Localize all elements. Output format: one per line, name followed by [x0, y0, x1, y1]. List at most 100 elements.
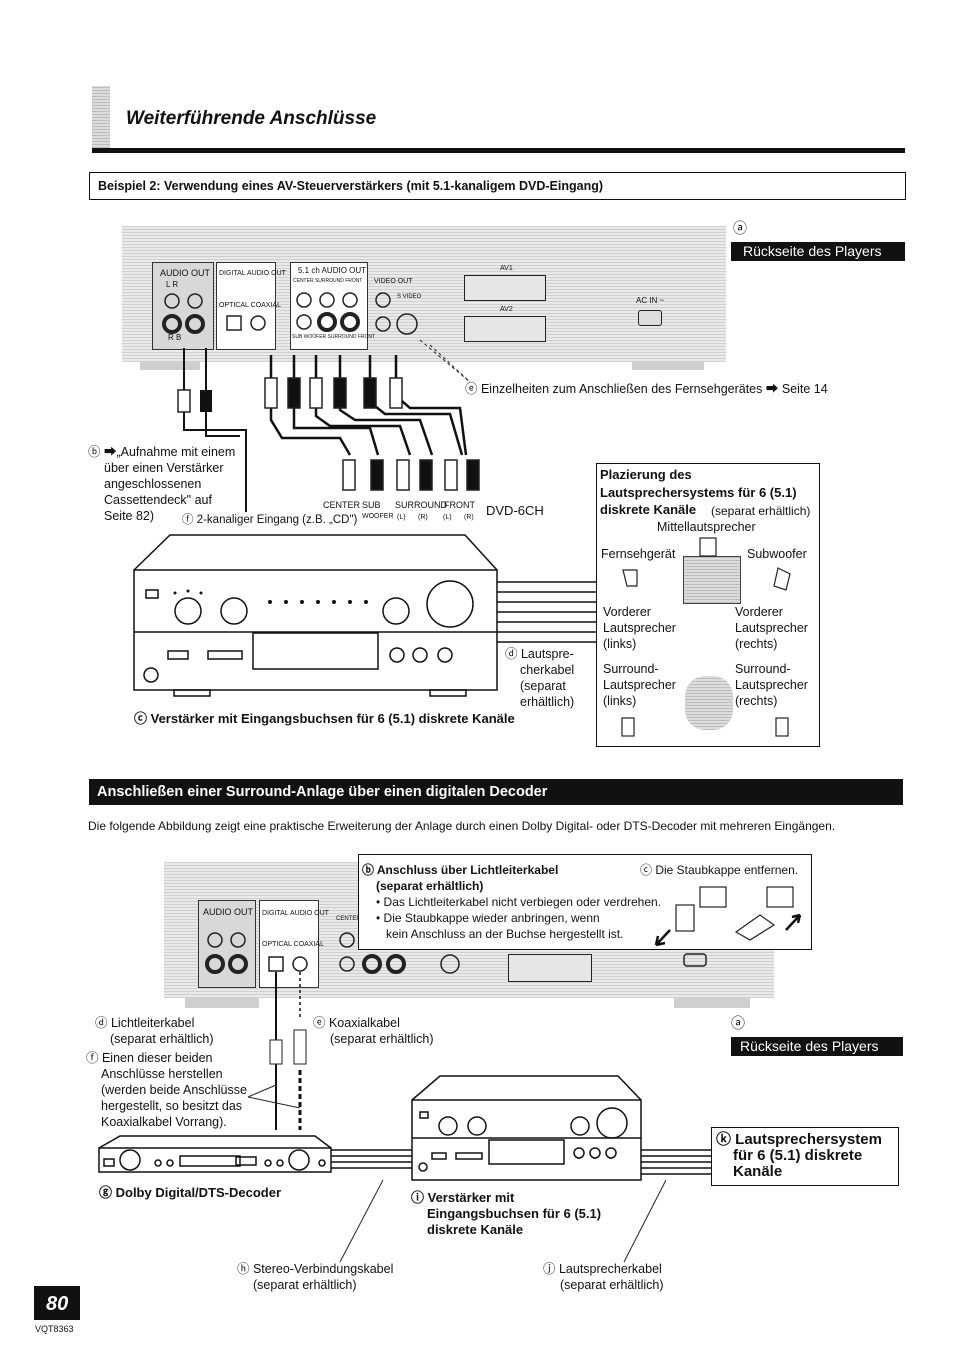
- section2-heading-bar: Anschließen einer Surround-Anlage über e…: [89, 779, 903, 805]
- player2-foot-right: [674, 998, 750, 1008]
- player2-foot-left: [185, 998, 259, 1008]
- ch51-bottom-labels: SUB WOOFER SURROUND FRONT: [292, 334, 376, 340]
- label-f-3: (werden beide Anschlüsse: [101, 1083, 247, 1097]
- callout-bullet-1: • Das Lichtleiterkabel nicht verbiegen o…: [376, 895, 662, 909]
- label-e-1: ⓔ Koaxialkabel: [313, 1016, 400, 1030]
- ac-in-label: AC IN ~: [636, 296, 665, 305]
- placement-title-normal: (separat erhältlich): [711, 504, 811, 518]
- placement-title-3: diskrete Kanäle: [600, 502, 697, 517]
- av1-label: AV1: [500, 265, 513, 272]
- front-right-2: Lautsprecher: [735, 621, 808, 635]
- amp-caption: ⓒ Verstärker mit Eingangsbuchsen für 6 (…: [134, 711, 515, 726]
- label-k-2: für 6 (5.1) diskrete: [733, 1147, 863, 1164]
- placement-center: Mittellautsprecher: [657, 520, 756, 534]
- label-h-2: (separat erhältlich): [253, 1278, 357, 1292]
- plug-woofer: WOOFER: [362, 513, 394, 520]
- digital-out-label: DIGITAL AUDIO OUT: [219, 270, 286, 277]
- audio-out-label: AUDIO OUT: [160, 268, 211, 278]
- plug-surround: SURROUND: [395, 500, 448, 510]
- surround-left-2: Lautsprecher: [603, 678, 676, 692]
- speaker-cable-3: (separat: [520, 679, 566, 693]
- digital-out-block: [216, 262, 276, 350]
- callout-c: ⓒ Die Staubkappe entfernen.: [640, 863, 799, 877]
- plug-lr-4: (R): [464, 514, 474, 521]
- label-f-2: Anschlüsse herstellen: [101, 1067, 223, 1081]
- plug-lr-3: (L): [443, 514, 452, 521]
- page-title: Weiterführende Anschlüsse: [126, 108, 377, 129]
- rear-label-bottom-text: Rückseite des Players: [740, 1038, 879, 1054]
- label-j-2: (separat erhältlich): [560, 1278, 664, 1292]
- digital-out-label-2: DIGITAL AUDIO OUT: [262, 910, 329, 917]
- player-foot-right: [632, 362, 704, 370]
- note-f: ⓕ 2-kanaliger Eingang (z.B. „CD"): [182, 514, 358, 526]
- page-number-box: 80: [34, 1286, 80, 1320]
- label-k-box: [711, 1127, 899, 1186]
- surround-right-1: Surround-: [735, 662, 791, 676]
- audio-out-block: [152, 262, 214, 350]
- label-h-1: ⓗ Stereo-Verbindungskabel: [237, 1262, 394, 1276]
- plug-sub: SUB: [362, 500, 381, 510]
- scart-av1: [464, 275, 546, 301]
- note-e: ⓔ Einzelheiten zum Anschließen des Ferns…: [465, 382, 828, 396]
- plug-lr-1: (L): [397, 514, 406, 521]
- optical-callout-box: [358, 854, 812, 950]
- plug-lr-2: (R): [418, 514, 428, 521]
- s-video-label: S VIDEO: [397, 294, 422, 300]
- note-b-2: über einen Verstärker: [104, 461, 224, 475]
- dvd6ch-label: DVD-6CH: [486, 503, 544, 518]
- label-i-2: Eingangsbuchsen für 6 (5.1): [427, 1206, 602, 1221]
- speaker-cable-1: ⓓ Lautspre-: [505, 647, 574, 661]
- note-b-1: ⓑ ➡„Aufnahme mit einem: [88, 445, 236, 459]
- example-heading: Beispiel 2: Verwendung eines AV-Steuerve…: [98, 179, 604, 193]
- title-marker: [92, 86, 110, 148]
- optical-coaxial-label: OPTICAL COAXIAL: [219, 302, 281, 309]
- audio-out-label-2: AUDIO OUT: [203, 907, 254, 917]
- listener-illustration: [685, 676, 733, 730]
- plug-front: FRONT: [444, 500, 475, 510]
- ch51-label: 5.1 ch AUDIO OUT: [298, 266, 367, 275]
- surround-left-3: (links): [603, 694, 637, 708]
- rear-label-top-text: Rückseite des Players: [743, 243, 882, 259]
- front-left-2: Lautsprecher: [603, 621, 676, 635]
- scart-av2: [464, 316, 546, 342]
- player-foot-left: [140, 362, 200, 370]
- section2-heading: Anschließen einer Surround-Anlage über e…: [97, 784, 548, 800]
- placement-subwoofer: Subwoofer: [747, 547, 807, 561]
- label-f-5: Koaxialkabel Vorrang).: [101, 1115, 227, 1129]
- callout-b-2: (separat erhältlich): [376, 879, 484, 893]
- front-right-3: (rechts): [735, 637, 778, 651]
- note-b-3: angeschlossenen: [104, 477, 202, 491]
- title-rule: [92, 148, 905, 153]
- doc-code: VQT8363: [35, 1324, 74, 1334]
- av2-label: AV2: [500, 306, 513, 313]
- label-j-1: ⓙ Lautsprecherkabel: [543, 1262, 662, 1276]
- note-b-4: Cassettendeck" auf: [104, 493, 212, 507]
- front-left-1: Vorderer: [603, 605, 651, 619]
- label-f-1: ⓕ Einen dieser beiden: [86, 1051, 213, 1065]
- callout-bullet-3: kein Anschluss an der Buchse hergestellt…: [386, 927, 624, 941]
- rear-label-bottom: Rückseite des Players: [731, 1037, 903, 1056]
- placement-tv: Fernsehgerät: [601, 547, 676, 561]
- section2-intro: Die folgende Abbildung zeigt eine prakti…: [88, 819, 836, 833]
- callout-b-1: ⓑ Anschluss über Lichtleiterkabel: [362, 863, 559, 877]
- placement-title-2: Lautsprechersystems für 6 (5.1): [600, 485, 797, 500]
- example-heading-box: Beispiel 2: Verwendung eines AV-Steuerve…: [89, 172, 906, 200]
- label-d-2: (separat erhältlich): [110, 1032, 214, 1046]
- speaker-cable-4: erhältlich): [520, 695, 575, 709]
- marker-a-top: ⓐ: [733, 220, 747, 236]
- speaker-cable-2: cherkabel: [520, 663, 575, 677]
- note-b-5: Seite 82): [104, 509, 155, 523]
- front-right-1: Vorderer: [735, 605, 783, 619]
- ac-in-socket: [638, 310, 662, 326]
- label-f-4: hergestellt, so besitzt das: [101, 1099, 243, 1113]
- audio-out-rb: R B: [168, 333, 182, 342]
- surround-right-3: (rechts): [735, 694, 778, 708]
- front-left-3: (links): [603, 637, 637, 651]
- label-g: ⓖ Dolby Digital/DTS-Decoder: [99, 1185, 282, 1200]
- label-i-1: ⓘ Verstärker mit: [411, 1190, 515, 1205]
- label-k-3: Kanäle: [733, 1163, 783, 1180]
- label-i-3: diskrete Kanäle: [427, 1222, 524, 1237]
